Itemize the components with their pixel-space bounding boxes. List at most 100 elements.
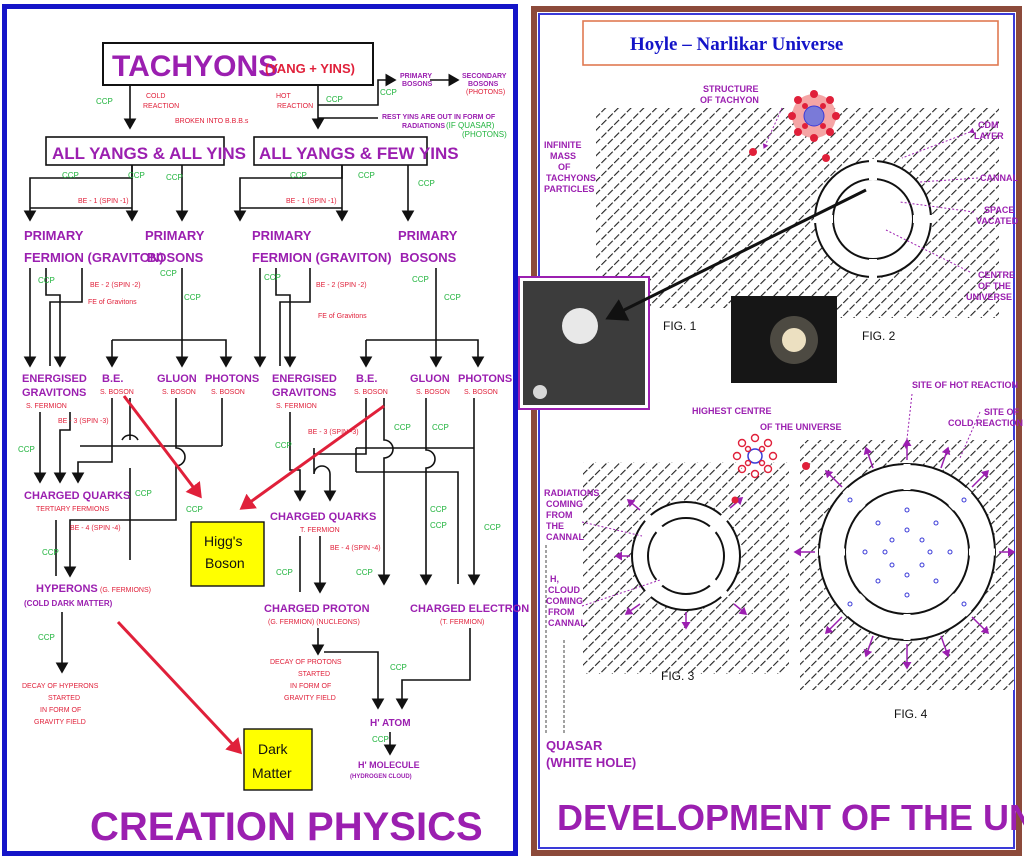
ccp-label: CCP (444, 293, 461, 302)
hoyle-header-box (582, 20, 999, 66)
svg-text:COMING: COMING (546, 499, 583, 509)
hyperons-sub-label: (G. FERMIONS) (100, 587, 151, 594)
ccp-label: CCP (358, 171, 375, 180)
energised-label-2: GRAVITONS (22, 387, 86, 399)
fig2-inner-ring (832, 178, 914, 260)
svg-text:COMING: COMING (546, 596, 583, 606)
svg-text:STARTED: STARTED (48, 695, 80, 702)
dark-matter-label-1: Dark (258, 741, 289, 757)
infinite-mass-label: INFINITE MASS OF TACHYONS PARTICLES (544, 140, 596, 194)
primary-fermion-label-1: PRIMARY (252, 228, 312, 243)
fig4-hydrogen-dots (847, 497, 967, 607)
ccp-label: CCP (380, 88, 397, 97)
rest-yins-2: RADIATIONS (402, 123, 445, 130)
fig2-label: FIG. 2 (862, 329, 896, 343)
ccp-label: CCP (166, 173, 183, 182)
broken-label: BROKEN INTO B.B.B.s (175, 118, 249, 125)
development-title: DEVELOPMENT OF THE UNIVERSE (557, 797, 1024, 838)
svg-text:LAYER: LAYER (974, 131, 1004, 141)
tachyons-box (102, 42, 374, 86)
svg-text:H,: H, (550, 574, 559, 584)
ccp-label: CCP (356, 568, 373, 577)
ccp-label: CCP (128, 171, 145, 180)
svg-text:QUASAR: QUASAR (546, 738, 603, 753)
primary-fermion-label-1: PRIMARY (24, 228, 84, 243)
svg-text:CANNAL: CANNAL (546, 532, 584, 542)
fig3-inner-ring (647, 517, 725, 595)
s-boson-label: S. BOSON (162, 389, 196, 396)
fig2-cannals (814, 159, 932, 278)
svg-text:CLOUD: CLOUD (548, 585, 580, 595)
svg-text:INFINITE: INFINITE (544, 140, 582, 150)
galaxy-glow (770, 316, 818, 364)
ccp-label: CCP (430, 521, 447, 530)
rest-yins-1: REST YINS ARE OUT IN FORM OF (382, 114, 496, 121)
fig4-cannals (819, 464, 995, 640)
rest-yins-3: (IF QUASAR) (446, 121, 495, 130)
svg-text:FROM: FROM (548, 607, 575, 617)
yang-yins-label: (YANG + YINS) (265, 61, 355, 76)
fe-gravitons-label: FE of Gravitons (318, 313, 367, 320)
rest-yins-4: (PHOTONS) (462, 130, 507, 139)
hot-reaction-label-2: REACTION (277, 103, 313, 110)
fig3-label: FIG. 3 (661, 669, 695, 683)
cdm-layer-label: CDM LAYER (974, 120, 1004, 141)
ccp-label: CCP (394, 423, 411, 432)
primary-bosons-label-2: BOSONS (147, 250, 204, 265)
svg-text:OF THE: OF THE (978, 281, 1011, 291)
higgs-label-2: Boson (205, 555, 245, 571)
s-boson-label: S. BOSON (211, 389, 245, 396)
tachyon-dot (749, 148, 757, 156)
ccp-label: CCP (96, 97, 113, 106)
ccp-label: CCP (38, 276, 55, 285)
be4-label: BE - 4 (SPIN -4) (330, 545, 381, 552)
be2-label: BE - 2 (SPIN -2) (90, 282, 141, 289)
charged-quarks-label: CHARGED QUARKS (24, 490, 130, 502)
galaxy-core (782, 328, 806, 352)
higgs-label-1: Higg's (204, 533, 242, 549)
svg-text:HIGHEST CENTRE: HIGHEST CENTRE (692, 406, 772, 416)
ccp-label: CCP (290, 171, 307, 180)
cannal-label: CANNAL (980, 173, 1018, 183)
svg-text:CENTRE: CENTRE (978, 270, 1015, 280)
s-boson-label: S. BOSON (464, 389, 498, 396)
svg-text:FROM: FROM (546, 510, 573, 520)
tachyons-label: TACHYONS (112, 50, 278, 83)
hyperons-label: HYPERONS (36, 583, 98, 595)
quasar-pointer-lines (545, 545, 565, 734)
decay-hyperons-text: DECAY OF HYPERONS STARTED IN FORM OF GRA… (22, 683, 99, 726)
primary-fermion-label-2: FERMION (GRAVITON) (252, 250, 392, 265)
centre-to-photo-arrow (605, 188, 867, 321)
fe-gravitons-label: FE of Gravitons (88, 299, 137, 306)
svg-text:MASS: MASS (550, 151, 576, 161)
cold-reaction-label-1: COLD (146, 93, 165, 100)
be3-label: BE - 3 (SPIN -3) (58, 418, 109, 425)
svg-text:COLD REACTION: COLD REACTION (948, 418, 1023, 428)
primary-bosons-top-2: BOSONS (402, 81, 433, 88)
cold-reaction-label-2: REACTION (143, 103, 179, 110)
proton-sub-label: (G. FERMION) (NUCLEONS) (268, 619, 360, 626)
fig4-inner-ring (844, 489, 970, 615)
svg-text:GRAVITY FIELD: GRAVITY FIELD (284, 695, 336, 702)
tachyon-dot (822, 154, 830, 162)
charged-proton-label: CHARGED PROTON (264, 603, 370, 615)
quasar-photo-blob (562, 308, 598, 344)
ccp-label: CCP (186, 505, 203, 514)
all-yangs-all-yins-box (45, 136, 225, 166)
ccp-label: CCP (160, 269, 177, 278)
s-boson-label: S. BOSON (416, 389, 450, 396)
all-yangs-all-yins-label: ALL YANGS & ALL YINS (52, 144, 246, 163)
quasar-photo-blob (533, 385, 547, 399)
svg-text:PARTICLES: PARTICLES (544, 184, 594, 194)
site-cold-label: SITE OF COLD REACTION (948, 407, 1023, 428)
all-yangs-few-yins-box (253, 136, 428, 166)
ccp-label: CCP (326, 95, 343, 104)
svg-text:STRUCTURE: STRUCTURE (703, 84, 759, 94)
ccp-label: CCP (418, 179, 435, 188)
s-fermion-label: S. FERMION (276, 403, 317, 410)
dark-matter-label-2: Matter (252, 765, 292, 781)
s-boson-label: S. BOSON (100, 389, 134, 396)
radiations-label: RADIATIONS COMING FROM THE CANNAL (544, 488, 599, 542)
primary-bosons-label-1: PRIMARY (398, 228, 458, 243)
